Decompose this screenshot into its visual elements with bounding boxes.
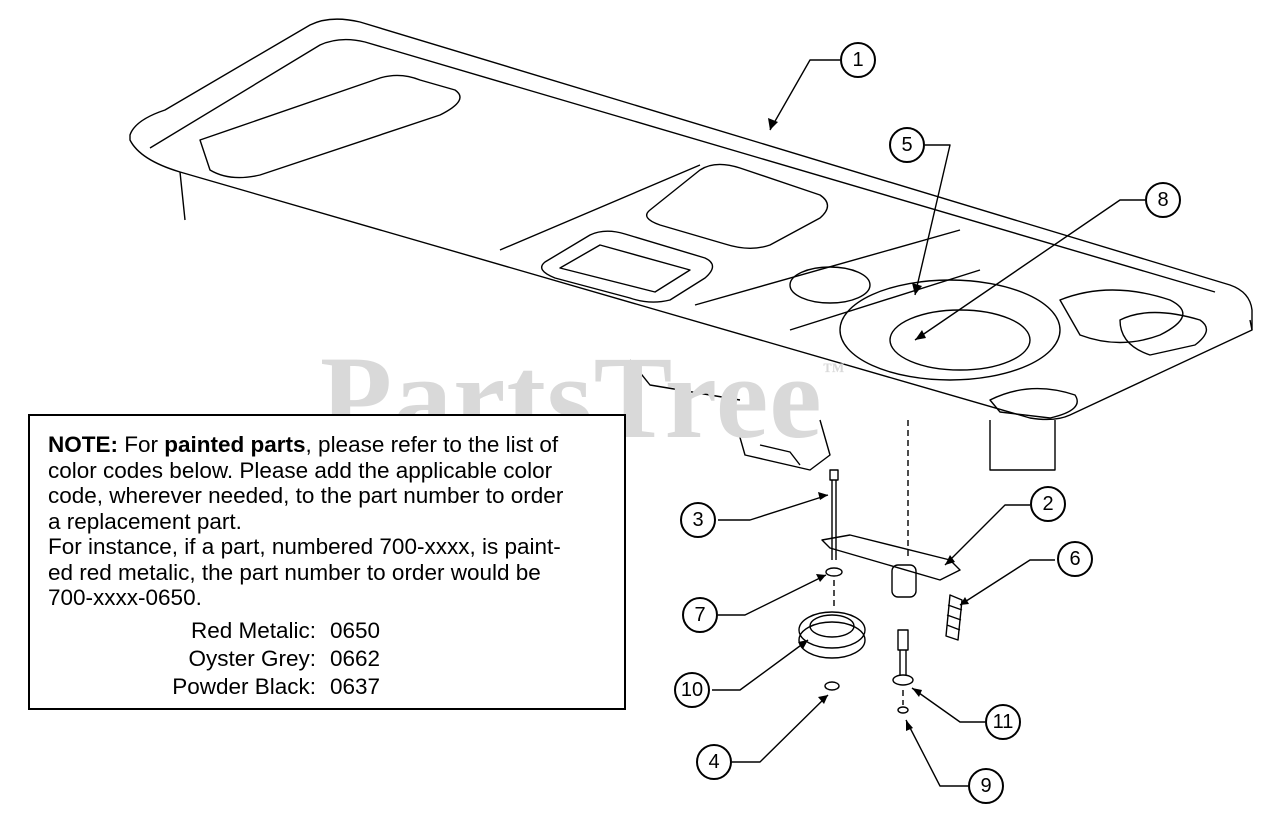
callout-4[interactable]: 4 xyxy=(696,744,732,780)
leader-10 xyxy=(712,639,809,691)
callout-2[interactable]: 2 xyxy=(1030,486,1066,522)
color-name: Red Metalic: xyxy=(190,617,316,643)
painted-parts-emphasis: painted parts xyxy=(164,432,306,457)
leader-2 xyxy=(944,504,1030,566)
note-text-fragment: For xyxy=(118,432,165,457)
note-line-6: ed red metalic, the part number to order… xyxy=(48,559,541,585)
callout-10[interactable]: 10 xyxy=(674,672,710,708)
note-line-7: 700-xxxx-0650. xyxy=(48,585,202,610)
leader-1 xyxy=(769,59,840,131)
callout-8[interactable]: 8 xyxy=(1145,182,1181,218)
note-line-5: For instance, if a part, numbered 700-xx… xyxy=(48,534,561,559)
note-line-2: color codes below. Please add the applic… xyxy=(48,457,553,483)
leader-11 xyxy=(911,687,985,723)
callout-11[interactable]: 11 xyxy=(985,704,1021,740)
color-code: 0662 xyxy=(330,645,381,671)
idler-bracket xyxy=(629,359,831,471)
note-line-1: NOTE: For painted parts, please refer to… xyxy=(48,432,610,458)
callout-7[interactable]: 7 xyxy=(682,597,718,633)
color-code-row: Red Metalic: 0650 xyxy=(48,617,610,645)
idler-arm xyxy=(821,534,961,581)
color-code-row: Powder Black: 0637 xyxy=(48,673,610,701)
spring xyxy=(945,594,963,641)
idler-pulley xyxy=(798,611,866,649)
note-text-fragment: , please refer to the list of xyxy=(305,432,559,457)
note-label: NOTE: xyxy=(48,432,118,457)
leader-5 xyxy=(914,144,951,296)
callout-9[interactable]: 9 xyxy=(968,768,1004,804)
deck-panel-left xyxy=(199,74,461,179)
leader-6 xyxy=(959,559,1055,606)
paint-note-box: NOTE: For painted parts, please refer to… xyxy=(28,414,626,710)
note-line-3: code, wherever needed, to the part numbe… xyxy=(48,483,564,508)
leader-4 xyxy=(732,694,829,763)
callout-6[interactable]: 6 xyxy=(1057,541,1093,577)
note-line-4: a replacement part. xyxy=(48,508,242,534)
note-text: NOTE: For painted parts, please refer to… xyxy=(48,432,610,611)
color-name: Powder Black: xyxy=(172,673,316,699)
deck-plate xyxy=(129,18,1253,421)
color-code-row: Oyster Grey: 0662 xyxy=(48,645,610,673)
leader-9 xyxy=(905,719,968,787)
callout-3[interactable]: 3 xyxy=(680,502,716,538)
callout-1[interactable]: 1 xyxy=(840,42,876,78)
color-code: 0650 xyxy=(330,617,381,643)
color-name: Oyster Grey: xyxy=(188,645,316,671)
color-code-list: Red Metalic: 0650 Oyster Grey: 0662 Powd… xyxy=(48,617,610,701)
leader-7 xyxy=(718,574,827,616)
color-code: 0637 xyxy=(330,673,381,699)
leader-3 xyxy=(718,494,829,521)
leader-8 xyxy=(914,199,1145,341)
callout-5[interactable]: 5 xyxy=(889,127,925,163)
